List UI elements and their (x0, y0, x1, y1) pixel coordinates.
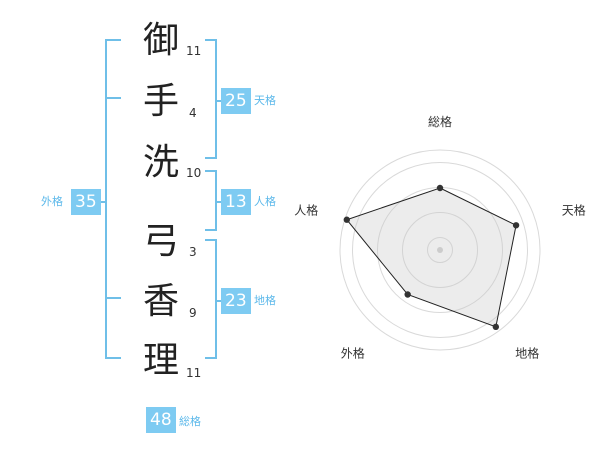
chikaku-badge: 23 (221, 288, 251, 314)
radar-axis-label: 地格 (515, 346, 539, 361)
radar-point-地格 (492, 323, 500, 331)
stroke-count-1: 11 (186, 44, 202, 58)
jinkaku-label: 人格 (254, 195, 276, 208)
radar-axis-label: 天格 (562, 202, 586, 217)
stroke-count-2: 4 (189, 106, 197, 120)
soukaku-badge: 48 (146, 407, 176, 433)
soukaku-label: 総格 (179, 415, 201, 428)
name-char-1: 御 (142, 20, 179, 61)
chikaku-label: 地格 (254, 294, 276, 307)
radar-ring (352, 162, 528, 338)
radar-polygon (345, 187, 517, 328)
stroke-count-5: 9 (189, 306, 197, 320)
gaikaku-badge: 35 (71, 189, 101, 215)
radar-point-人格 (343, 216, 350, 223)
stroke-count-4: 3 (189, 245, 197, 259)
name-char-3: 洗 (142, 142, 179, 183)
stroke-count-3: 10 (186, 166, 202, 180)
radar-axis-label: 外格 (341, 346, 365, 361)
name-char-4: 弓 (142, 221, 179, 262)
tenkaku-label: 天格 (254, 94, 276, 107)
radar-ring (427, 237, 453, 263)
radar-axis-label: 総格 (428, 114, 452, 129)
tenkaku-badge: 25 (221, 88, 251, 114)
name-char-2: 手 (142, 81, 179, 122)
radar-axis-label: 人格 (294, 202, 318, 217)
name-char-5: 香 (142, 281, 179, 322)
radar-point-外格 (404, 291, 411, 298)
jinkaku-badge: 13 (221, 189, 251, 215)
radar-point-総格 (436, 184, 444, 192)
stroke-count-6: 11 (186, 366, 202, 380)
radar-center (437, 247, 443, 253)
name-char-6: 理 (142, 340, 179, 381)
radar-ring (402, 212, 478, 288)
gaikaku-label: 外格 (41, 195, 63, 208)
radar-point-天格 (512, 222, 520, 229)
